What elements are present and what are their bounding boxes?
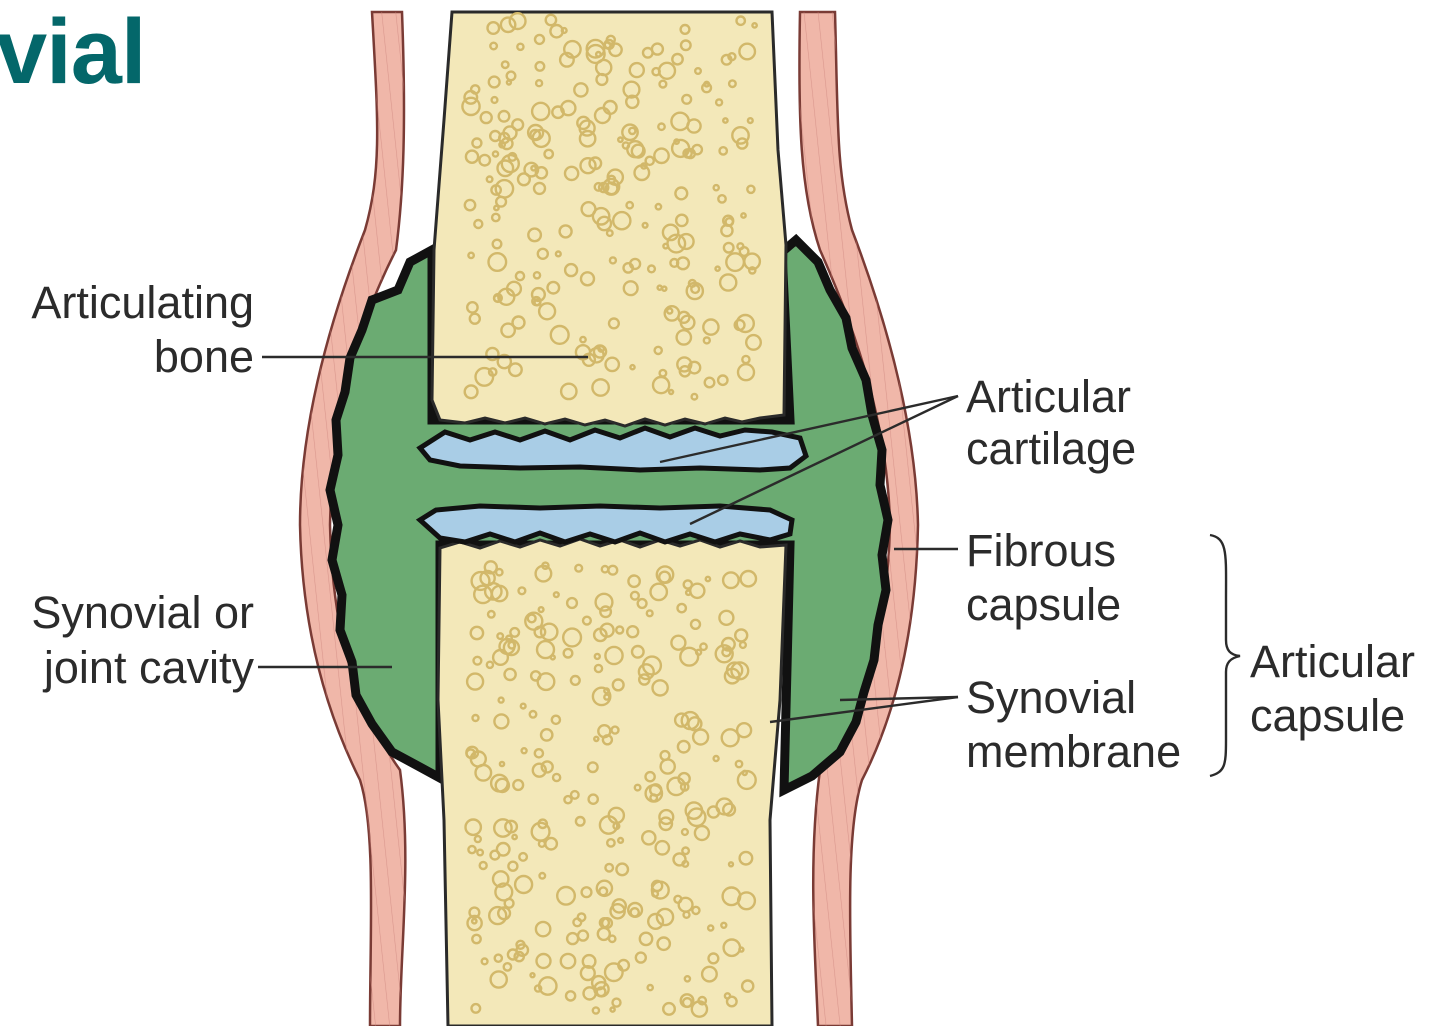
label-fibrous-capsule-line1: Fibrous <box>966 525 1116 576</box>
label-synovial-cavity-line1: Synovial or <box>31 587 254 638</box>
articular-capsule-brace <box>1210 535 1240 776</box>
label-synovial-membrane-line2: membrane <box>966 726 1181 777</box>
label-articulating-bone-line2: bone <box>154 331 254 382</box>
articular-cartilage-lower <box>420 506 792 542</box>
label-fibrous-capsule-line2: capsule <box>966 579 1121 630</box>
label-articular-cartilage-line1: Articular <box>966 371 1131 422</box>
label-articular-cartilage-line2: cartilage <box>966 423 1136 474</box>
label-synovial-cavity-line2: joint cavity <box>42 642 255 693</box>
label-articulating-bone-line1: Articulating <box>31 277 254 328</box>
upper-bone <box>432 12 786 426</box>
label-articular-capsule-line2: capsule <box>1250 690 1405 741</box>
label-synovial-membrane-line1: Synovial <box>966 672 1136 723</box>
lower-bone <box>438 539 786 1026</box>
label-articular-capsule-line1: Articular <box>1250 636 1415 687</box>
